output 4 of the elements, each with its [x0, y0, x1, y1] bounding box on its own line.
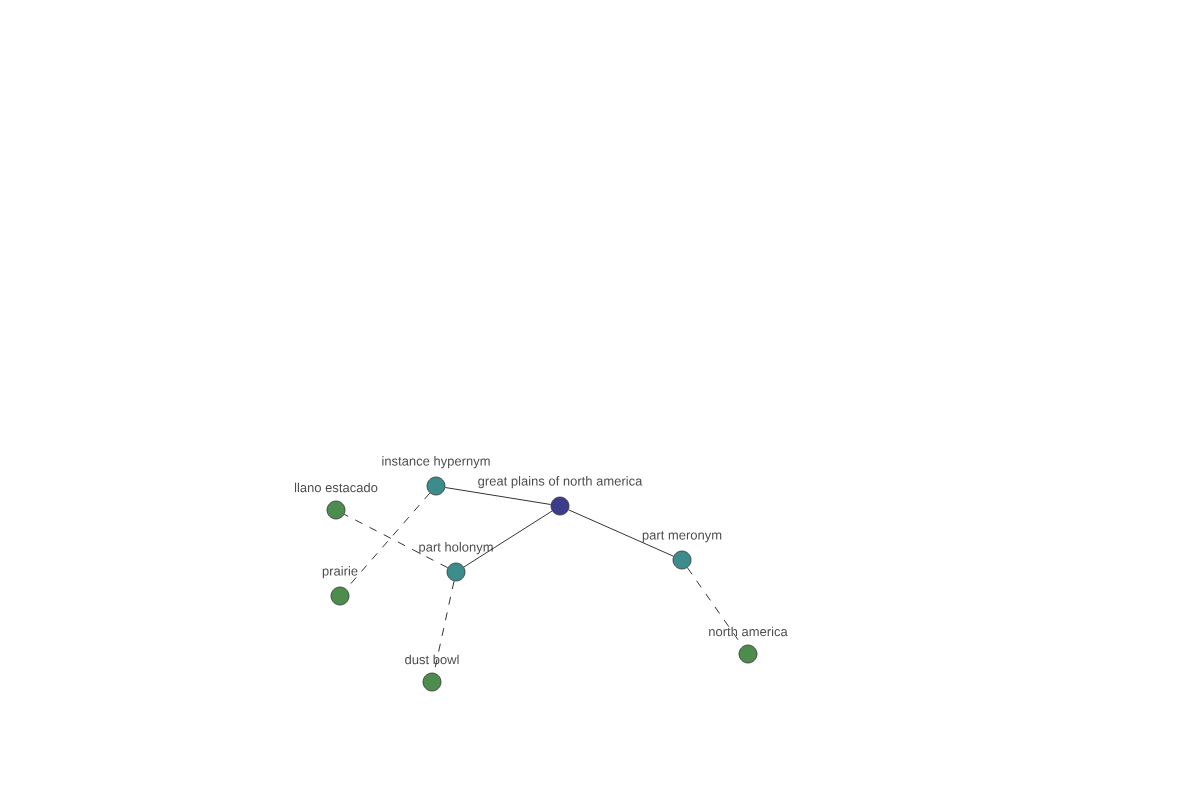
connector-line — [444, 487, 552, 505]
connector-line — [568, 509, 674, 557]
connector-line — [343, 513, 449, 569]
connector-line — [463, 510, 553, 568]
